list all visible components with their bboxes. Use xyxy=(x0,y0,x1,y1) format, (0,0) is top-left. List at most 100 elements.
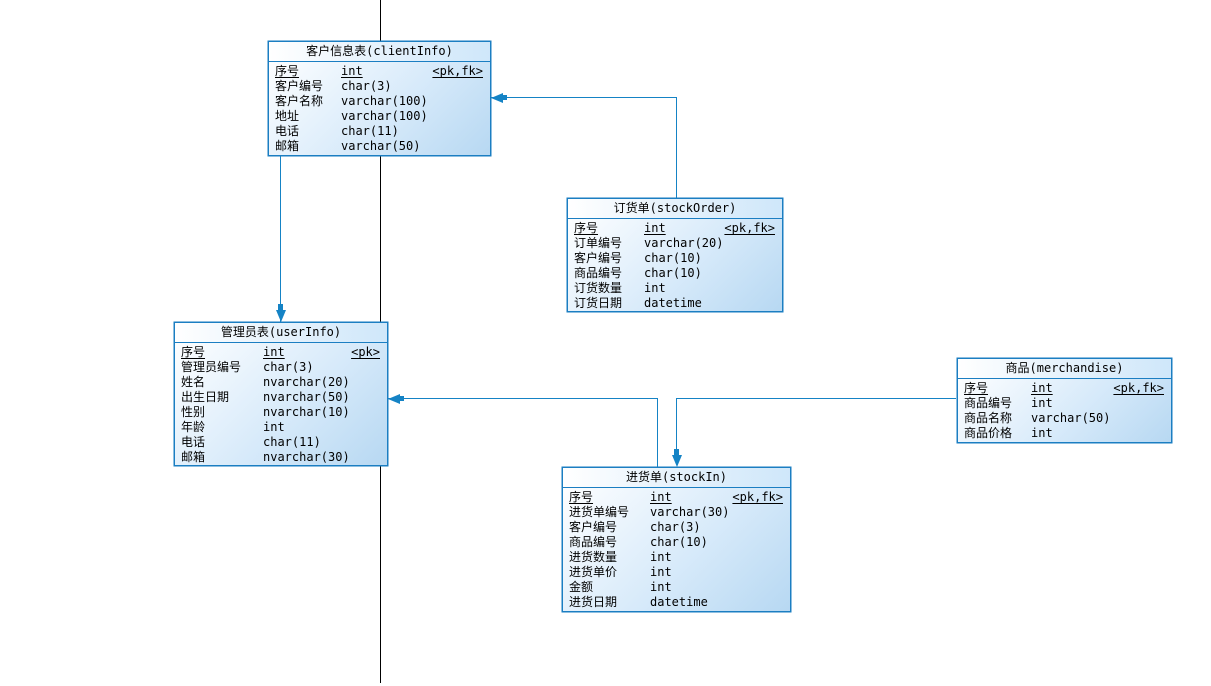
field-name: 序号 xyxy=(964,381,989,395)
field-name: 年龄 xyxy=(181,420,206,434)
field-name: 商品编号 xyxy=(569,535,618,549)
field-type: varchar(20) xyxy=(644,236,724,250)
field-type: varchar(100) xyxy=(341,109,428,123)
connector-segment[interactable] xyxy=(676,398,677,456)
field-key: <pk,fk> xyxy=(724,221,775,235)
entity-title: 管理员表(userInfo) xyxy=(175,323,387,343)
field-name: 电话 xyxy=(275,124,300,138)
arrowhead-left-icon xyxy=(388,394,400,404)
table-row: 进货单编号 varchar(30) xyxy=(569,505,783,520)
field-type: char(10) xyxy=(650,535,708,549)
table-row: 管理员编号 char(3) xyxy=(181,360,380,375)
field-type: char(3) xyxy=(263,360,314,374)
entity-table-userinfo[interactable]: 管理员表(userInfo) 序号 int <pk> 管理员编号 char(3) 姓名 nv… xyxy=(174,322,388,466)
field-type: char(11) xyxy=(263,435,321,449)
field-name: 姓名 xyxy=(181,375,206,389)
field-type: int xyxy=(644,221,666,235)
field-type: int xyxy=(1031,396,1053,410)
table-row: 订货日期 datetime xyxy=(574,296,775,311)
connector-segment[interactable] xyxy=(280,156,281,322)
field-type: nvarchar(10) xyxy=(263,405,350,419)
field-type: char(11) xyxy=(341,124,399,138)
field-type: char(3) xyxy=(650,520,701,534)
field-name: 性别 xyxy=(181,405,206,419)
field-type: char(10) xyxy=(644,266,702,280)
table-row: 电话 char(11) xyxy=(275,124,483,139)
table-row: 客户名称 varchar(100) xyxy=(275,94,483,109)
field-type: nvarchar(50) xyxy=(263,390,350,404)
table-row: 序号 int <pk,fk> xyxy=(964,381,1164,396)
field-name: 订单编号 xyxy=(574,236,623,250)
field-type: datetime xyxy=(644,296,702,310)
arrowhead-stem xyxy=(278,304,283,312)
arrowhead-stem xyxy=(674,449,679,457)
field-name: 电话 xyxy=(181,435,206,449)
table-row: 姓名 nvarchar(20) xyxy=(181,375,380,390)
field-name: 序号 xyxy=(181,345,206,359)
field-type: varchar(100) xyxy=(341,94,428,108)
connector-segment[interactable] xyxy=(491,97,677,98)
field-type: int xyxy=(341,64,363,78)
arrowhead-down-icon xyxy=(276,310,286,322)
table-row: 电话 char(11) xyxy=(181,435,380,450)
field-type: int xyxy=(1031,381,1053,395)
table-row: 地址 varchar(100) xyxy=(275,109,483,124)
field-name: 序号 xyxy=(569,490,594,504)
connector-segment[interactable] xyxy=(657,398,658,467)
arrowhead-down-icon xyxy=(672,455,682,467)
field-type: int xyxy=(650,550,672,564)
field-key: <pk> xyxy=(351,345,380,359)
field-name: 进货单价 xyxy=(569,565,618,579)
field-type: char(3) xyxy=(341,79,392,93)
table-row: 订货数量 int xyxy=(574,281,775,296)
field-name: 订货日期 xyxy=(574,296,623,310)
table-row: 订单编号 varchar(20) xyxy=(574,236,775,251)
field-type: int xyxy=(644,281,666,295)
field-name: 地址 xyxy=(275,109,300,123)
connector-segment[interactable] xyxy=(676,398,956,399)
field-name: 管理员编号 xyxy=(181,360,242,374)
field-name: 邮箱 xyxy=(181,450,206,464)
field-type: int xyxy=(263,420,285,434)
field-type: varchar(30) xyxy=(650,505,730,519)
field-type: int xyxy=(650,580,672,594)
field-type: datetime xyxy=(650,595,708,609)
connector-segment[interactable] xyxy=(388,398,658,399)
field-name: 客户名称 xyxy=(275,94,324,108)
field-type: nvarchar(20) xyxy=(263,375,350,389)
table-row: 年龄 int xyxy=(181,420,380,435)
connector-segment[interactable] xyxy=(676,97,677,198)
arrowhead-stem xyxy=(396,396,404,401)
field-key: <pk,fk> xyxy=(432,64,483,78)
arrowhead-stem xyxy=(499,95,507,100)
field-name: 商品编号 xyxy=(964,396,1013,410)
field-name: 订货数量 xyxy=(574,281,623,295)
table-row: 性别 nvarchar(10) xyxy=(181,405,380,420)
field-type: int xyxy=(650,490,672,504)
field-key: <pk,fk> xyxy=(1113,381,1164,395)
field-name: 进货单编号 xyxy=(569,505,630,519)
field-type: varchar(50) xyxy=(341,139,421,153)
field-name: 客户编号 xyxy=(569,520,618,534)
entity-title: 订货单(stockOrder) xyxy=(568,199,782,219)
table-row: 商品编号 int xyxy=(964,396,1164,411)
